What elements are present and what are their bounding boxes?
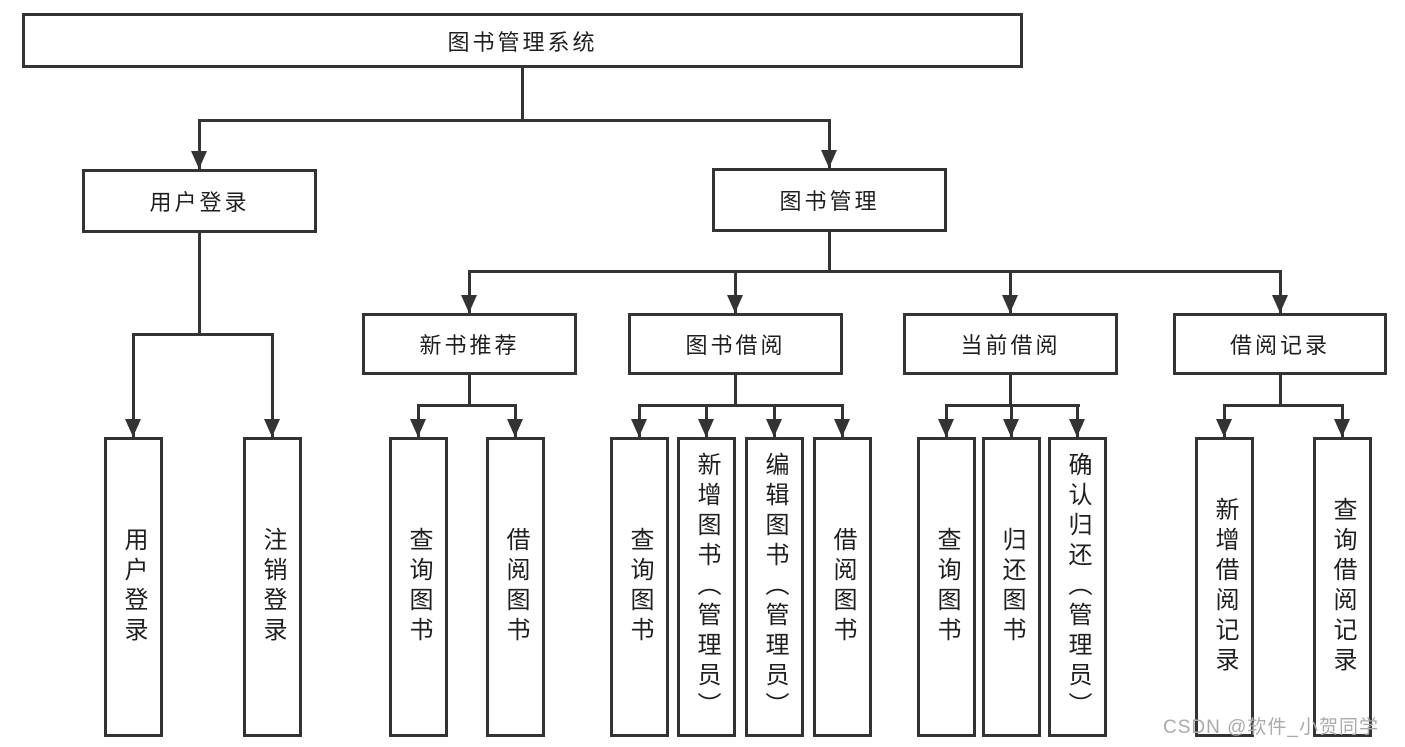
node-book-management: 图书管理 [712,168,947,232]
arrow-down-icon [938,419,954,437]
arrow-down-icon [698,419,714,437]
leaf-edit-books-admin: 编辑图书（管理员） [745,437,804,737]
arrow-down-icon [1003,419,1019,437]
connector-line [198,119,201,169]
leaf-label: 注销登录 [259,527,286,647]
arrow-down-icon [461,295,477,313]
node-current-borrowing: 当前借阅 [903,313,1118,375]
leaf-label: 查询图书 [933,527,960,647]
arrow-down-icon [410,419,426,437]
leaf-label: 新增图书（管理员） [693,452,720,722]
arrow-down-icon [631,419,647,437]
arrow-down-icon [821,150,837,168]
connector-line [198,233,201,335]
connector-line [828,232,831,272]
leaf-label: 查询图书 [405,527,432,647]
arrow-down-icon [1216,419,1232,437]
csdn-watermark: CSDN @软件_小贺同学 [1163,717,1379,738]
leaf-user-login: 用户登录 [104,437,163,737]
arrow-down-icon [191,151,207,169]
node-new-book-recommendation: 新书推荐 [362,313,577,375]
arrow-down-icon [834,419,850,437]
connector-line [1223,404,1344,407]
node-user-login: 用户登录 [82,169,317,233]
arrow-down-icon [766,419,782,437]
node-library-management-system: 图书管理系统 [22,13,1023,68]
connector-line [468,270,471,313]
connector-line [828,119,831,168]
connector-line [198,119,831,122]
leaf-add-books-admin: 新增图书（管理员） [677,437,736,737]
connector-line [1279,270,1282,313]
arrow-down-icon [1069,419,1085,437]
connector-line [271,333,274,437]
connector-line [1009,375,1012,406]
connector-line [468,375,471,406]
leaf-label: 新增借阅记录 [1211,497,1238,677]
arrow-down-icon [507,419,523,437]
connector-line [132,333,135,437]
leaf-query-books-recommend: 查询图书 [389,437,448,737]
connector-line [521,68,524,120]
leaf-label: 归还图书 [998,527,1025,647]
connector-line [638,404,844,407]
leaf-query-books-borrowing: 查询图书 [610,437,669,737]
leaf-label: 借阅图书 [502,527,529,647]
arrow-down-icon [1334,419,1350,437]
connector-line [734,270,737,313]
leaf-query-books-current: 查询图书 [917,437,976,737]
arrow-down-icon [1272,295,1288,313]
node-borrowing-records: 借阅记录 [1173,313,1387,375]
leaf-borrow-books: 借阅图书 [813,437,872,737]
connector-line [417,404,517,407]
leaf-label: 借阅图书 [829,527,856,647]
connector-line [1279,375,1282,406]
arrow-down-icon [125,419,141,437]
leaf-confirm-return-admin: 确认归还（管理员） [1048,437,1107,737]
leaf-logout: 注销登录 [243,437,302,737]
arrow-down-icon [1002,295,1018,313]
arrow-down-icon [727,295,743,313]
leaf-add-borrow-record: 新增借阅记录 [1195,437,1254,737]
connector-line [132,333,274,336]
leaf-label: 查询借阅记录 [1329,497,1356,677]
leaf-label: 编辑图书（管理员） [761,452,788,722]
leaf-query-borrow-record: 查询借阅记录 [1313,437,1372,737]
leaf-borrow-books-recommend: 借阅图书 [486,437,545,737]
node-book-borrowing: 图书借阅 [628,313,843,375]
leaf-return-books: 归还图书 [982,437,1041,737]
arrow-down-icon [264,419,280,437]
connector-line [468,270,1282,273]
leaf-label: 查询图书 [626,527,653,647]
leaf-label: 确认归还（管理员） [1064,452,1091,722]
connector-line [734,375,737,406]
connector-line [1009,270,1012,313]
leaf-label: 用户登录 [120,527,147,647]
